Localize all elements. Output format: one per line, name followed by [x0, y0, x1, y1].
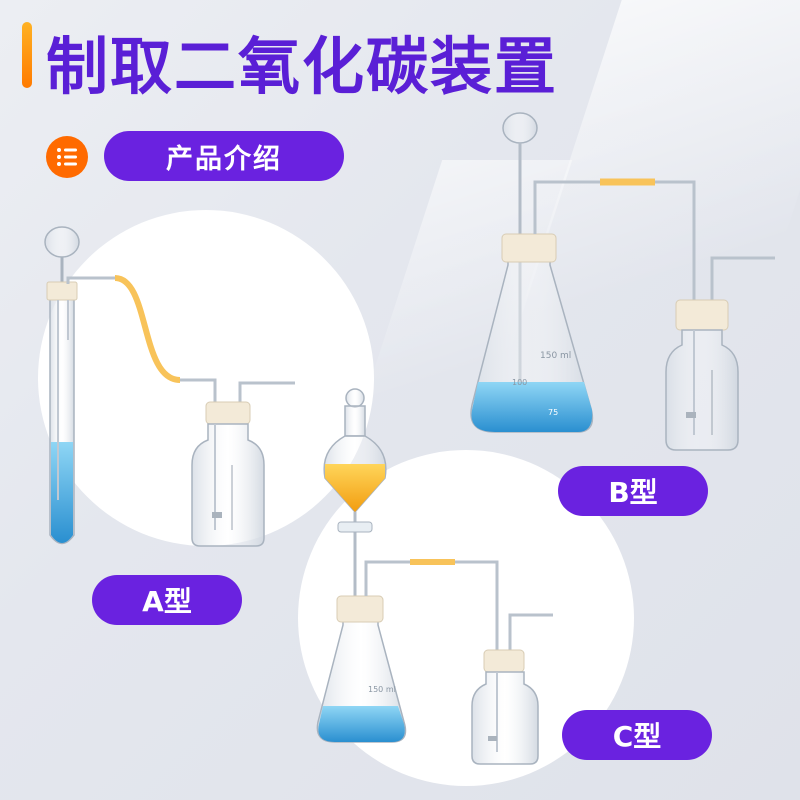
- page-title: 制取二氧化碳装置: [46, 30, 559, 103]
- flask-volume-label: 150 ml: [368, 685, 396, 694]
- flask-mark: 75: [548, 408, 558, 417]
- type-a-apparatus: [44, 226, 295, 547]
- type-c-apparatus: 150 ml: [316, 388, 553, 765]
- title-accent-bar: [22, 22, 32, 88]
- type-b-label: B型: [558, 466, 708, 516]
- flask-volume-label: 150 ml: [540, 351, 571, 361]
- list-menu-icon: [46, 136, 88, 178]
- type-b-apparatus: 150 ml 100 75: [470, 112, 775, 451]
- type-c-label: C型: [562, 710, 712, 760]
- product-intro-label: 产品介绍: [104, 131, 344, 181]
- flask-mark: 100: [512, 378, 527, 387]
- type-a-label: A型: [92, 575, 242, 625]
